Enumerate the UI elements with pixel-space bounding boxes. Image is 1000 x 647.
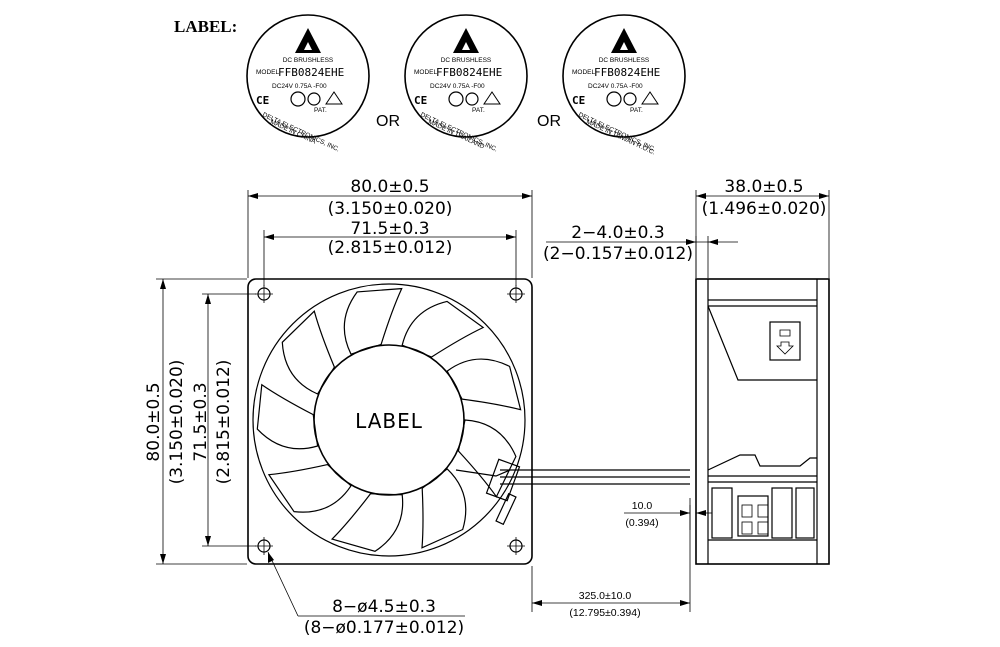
dim-flange-in: (2−0.157±0.012) bbox=[543, 244, 693, 264]
label-section-title: LABEL: bbox=[174, 17, 237, 36]
dim-holes-mm: 8−ø4.5±0.3 bbox=[332, 597, 436, 617]
label-rating: DC24V 0.75A -F00 bbox=[272, 83, 327, 90]
fan-blade bbox=[343, 287, 403, 355]
mounting-hole-tr bbox=[507, 285, 525, 303]
dim-holes-in: (8−ø0.177±0.012) bbox=[304, 618, 464, 638]
label-model-prefix: MODEL bbox=[256, 69, 280, 76]
dim-strip-length: 10.0 (0.394) bbox=[624, 498, 712, 530]
dim-hole-pitch-h-in: (2.815±0.012) bbox=[328, 238, 453, 258]
fan-blade bbox=[330, 493, 404, 552]
label-model: FFB0824EHE bbox=[594, 66, 660, 79]
dim-depth-in: (1.496±0.020) bbox=[702, 199, 827, 219]
mounting-hole-bl bbox=[255, 537, 273, 555]
label-pat: PAT. bbox=[314, 107, 327, 114]
fan-hub bbox=[313, 344, 465, 496]
ul-mark-icon bbox=[448, 91, 464, 107]
dim-width: 80.0±0.5 (3.150±0.020) bbox=[247, 177, 533, 278]
ul-mark-icon bbox=[290, 91, 306, 107]
dim-hole-pitch-v-mm: 71.5±0.3 bbox=[191, 382, 211, 461]
label-rating: DC24V 0.75A -F00 bbox=[588, 83, 643, 90]
ce-mark-icon: CE bbox=[414, 94, 427, 107]
dim-strip-mm: 10.0 bbox=[632, 500, 653, 512]
ce-mark-icon: CE bbox=[572, 94, 585, 107]
label-brand: DC BRUSHLESS bbox=[441, 57, 492, 64]
tuv-mark-icon bbox=[641, 91, 659, 105]
delta-logo-icon bbox=[453, 28, 479, 53]
dim-height-mm: 80.0±0.5 bbox=[144, 382, 164, 461]
label-model-prefix: MODEL bbox=[414, 69, 438, 76]
delta-logo-icon bbox=[295, 28, 321, 53]
front-view: LABEL 80.0±0.5 bbox=[144, 177, 691, 638]
tuv-mark-icon bbox=[325, 91, 343, 105]
or-separator-2: OR bbox=[537, 113, 561, 130]
fan-blade bbox=[457, 419, 517, 498]
side-view: 38.0±0.5 (1.496±0.020) 2−4.0±0.3 (2−0.15… bbox=[543, 177, 830, 565]
hub-label-text: LABEL bbox=[355, 409, 423, 433]
dim-lead-length-mm: 325.0±10.0 bbox=[579, 590, 632, 602]
tuv-mark-icon bbox=[483, 91, 501, 105]
fan-blade bbox=[401, 300, 485, 358]
airflow-arrow-box bbox=[769, 321, 801, 361]
csa-mark-icon bbox=[623, 92, 637, 106]
or-separator-1: OR bbox=[376, 113, 400, 130]
csa-mark-icon bbox=[465, 92, 479, 106]
dim-lead-length-in: (12.795±0.394) bbox=[569, 607, 640, 619]
fan-blade bbox=[421, 468, 467, 549]
dim-hole-pitch-v: 71.5±0.3 (2.815±0.012) bbox=[191, 293, 256, 547]
label-rating: DC24V 0.75A -F00 bbox=[430, 83, 485, 90]
ul-mark-icon bbox=[606, 91, 622, 107]
mounting-hole-tl bbox=[255, 285, 273, 303]
dim-lead-length: 325.0±10.0 (12.795±0.394) bbox=[531, 505, 691, 619]
label-model: FFB0824EHE bbox=[278, 66, 344, 79]
side-frame-outline bbox=[695, 278, 830, 565]
dim-depth-mm: 38.0±0.5 bbox=[724, 177, 803, 197]
fan-blade bbox=[256, 383, 319, 450]
delta-logo-icon bbox=[611, 28, 637, 53]
label-pat: PAT. bbox=[472, 107, 485, 114]
dim-height: 80.0±0.5 (3.150±0.020) bbox=[144, 278, 247, 565]
lead-wires bbox=[455, 458, 690, 526]
dim-depth: 38.0±0.5 (1.496±0.020) bbox=[695, 177, 830, 278]
ce-mark-icon: CE bbox=[256, 94, 269, 107]
csa-mark-icon bbox=[307, 92, 321, 106]
fan-blades bbox=[256, 287, 522, 552]
dim-flange-mm: 2−4.0±0.3 bbox=[571, 223, 664, 243]
dim-strip-in: (0.394) bbox=[625, 517, 658, 529]
label-brand: DC BRUSHLESS bbox=[599, 57, 650, 64]
dim-flange: 2−4.0±0.3 (2−0.157±0.012) bbox=[543, 223, 738, 278]
airflow-arrow-icon bbox=[776, 329, 794, 355]
mounting-hole-br bbox=[507, 537, 525, 555]
dim-hole-pitch-h: 71.5±0.3 (2.815±0.012) bbox=[263, 219, 517, 286]
fan-blade bbox=[267, 463, 352, 513]
dim-hole-pitch-h-mm: 71.5±0.3 bbox=[350, 219, 429, 239]
dim-hole-pitch-v-in: (2.815±0.012) bbox=[214, 360, 234, 485]
label-model: FFB0824EHE bbox=[436, 66, 502, 79]
venturi-ring bbox=[252, 283, 526, 557]
dim-width-in: (3.150±0.020) bbox=[328, 199, 453, 219]
label-model-prefix: MODEL bbox=[572, 69, 596, 76]
dim-width-mm: 80.0±0.5 bbox=[350, 177, 429, 197]
fan-frame-outline bbox=[247, 278, 533, 565]
fan-blade bbox=[446, 358, 522, 411]
label-pat: PAT. bbox=[630, 107, 643, 114]
label-brand: DC BRUSHLESS bbox=[283, 57, 334, 64]
fan-blade bbox=[281, 310, 336, 395]
dim-holes-leader: 8−ø4.5±0.3 (8−ø0.177±0.012) bbox=[267, 551, 465, 638]
dim-height-in: (3.150±0.020) bbox=[167, 360, 187, 485]
